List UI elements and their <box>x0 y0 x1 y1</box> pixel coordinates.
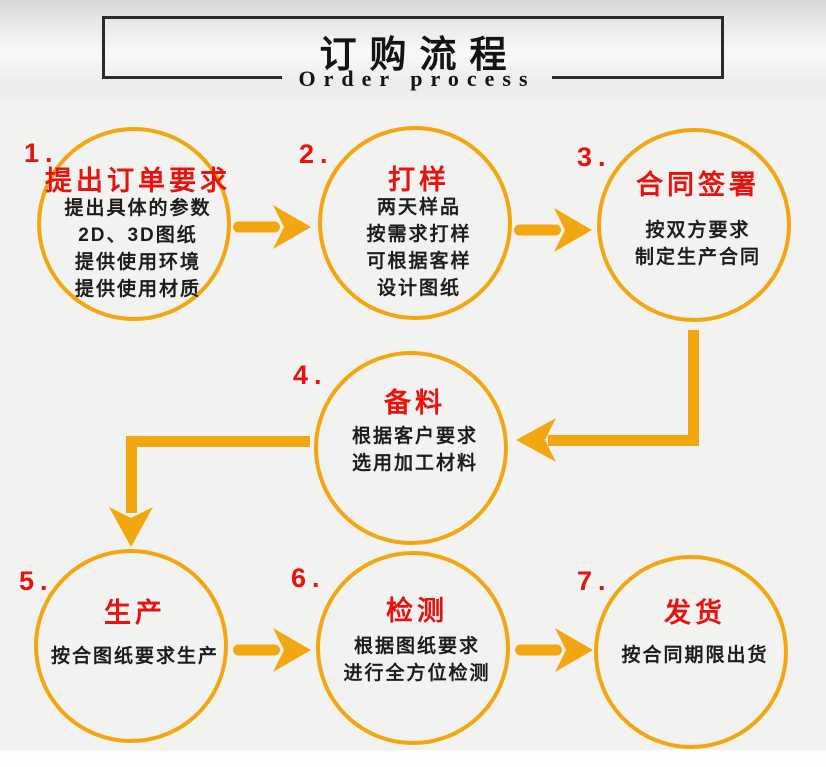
elbow-arrow-vertical-segment <box>126 436 137 513</box>
step-circle-contract-signing: 合同签署 按双方要求 制定生产合同 <box>597 128 791 322</box>
step-number-6: 6. <box>291 563 326 593</box>
elbow-arrow-horizontal-segment <box>126 436 310 447</box>
step-details: 根据客户要求 选用加工材料 <box>288 423 542 477</box>
step-title: 打样 <box>388 165 450 195</box>
step-detail-line: 按需求打样 <box>366 224 472 245</box>
step-circle-material-preparation: 备料 根据客户要求 选用加工材料 <box>314 351 508 545</box>
step-number-3: 3. <box>577 142 612 172</box>
step-detail-line: 提出具体的参数 <box>64 198 212 219</box>
step-detail-line: 进行全方位检测 <box>343 663 491 684</box>
step-details: 按合同期限出货 <box>568 642 822 669</box>
arrow-right-icon <box>514 208 592 252</box>
step-detail-line: 根据图纸要求 <box>353 636 480 657</box>
step-detail-line: 按合同期限出货 <box>621 645 769 666</box>
step-circle-inspection: 检测 根据图纸要求 进行全方位检测 <box>316 551 510 745</box>
elbow-arrow-vertical-segment <box>688 330 699 442</box>
step-detail-line: 设计图纸 <box>376 278 461 299</box>
step-detail-line: 提供使用环境 <box>74 252 201 273</box>
title-box <box>102 16 724 78</box>
step-circle-production: 生产 按合图纸要求生产 <box>34 549 228 743</box>
step-detail-line: 两天样品 <box>376 197 461 218</box>
step-number-1: 1. <box>24 138 59 168</box>
step-detail-line: 选用加工材料 <box>351 453 478 474</box>
step-number-4: 4. <box>293 360 328 390</box>
step-detail-line: 提供使用材质 <box>74 279 201 300</box>
step-details: 按合图纸要求生产 <box>8 643 262 670</box>
step-detail-line: 2D、3D图纸 <box>78 225 198 246</box>
step-details: 根据图纸要求 进行全方位检测 <box>290 633 544 687</box>
step-details: 按双方要求 制定生产合同 <box>571 217 825 271</box>
step-circle-sampling: 打样 两天样品 按需求打样 可根据客样 设计图纸 <box>318 126 512 320</box>
elbow-arrow-horizontal-segment <box>548 435 699 446</box>
arrow-down-icon <box>109 507 153 547</box>
step-detail-line: 按合图纸要求生产 <box>50 646 219 667</box>
step-number-5: 5. <box>19 566 54 596</box>
step-detail-line: 根据客户要求 <box>351 426 478 447</box>
step-title: 生产 <box>104 598 166 628</box>
bottom-white-strip <box>0 750 826 767</box>
page-subtitle: Order process <box>298 66 536 91</box>
arrow-right-icon <box>515 628 593 672</box>
step-detail-line: 可根据客样 <box>366 251 472 272</box>
step-title: 提出订单要求 <box>45 166 231 196</box>
step-title: 检测 <box>386 596 448 626</box>
step-number-2: 2. <box>299 139 334 169</box>
step-detail-line: 按双方要求 <box>645 220 751 241</box>
step-detail-line: 制定生产合同 <box>634 247 761 268</box>
arrow-right-icon <box>233 628 311 672</box>
title-box-border-left-segment <box>102 76 282 79</box>
page-title: 订购流程 <box>319 34 520 75</box>
step-circle-shipping: 发货 按合同期限出货 <box>594 555 788 749</box>
arrow-right-icon <box>233 205 311 249</box>
step-title: 备料 <box>384 388 446 418</box>
step-title: 合同签署 <box>636 170 760 200</box>
step-details: 两天样品 按需求打样 可根据客样 设计图纸 <box>292 194 546 302</box>
arrow-left-icon <box>516 418 556 462</box>
title-box-border-right-segment <box>552 76 724 79</box>
step-number-7: 7. <box>577 566 612 596</box>
step-circle-order-request: 提出订单要求 提出具体的参数 2D、3D图纸 提供使用环境 提供使用材质 <box>37 127 231 321</box>
step-title: 发货 <box>664 598 726 628</box>
step-details: 提出具体的参数 2D、3D图纸 提供使用环境 提供使用材质 <box>11 195 265 303</box>
